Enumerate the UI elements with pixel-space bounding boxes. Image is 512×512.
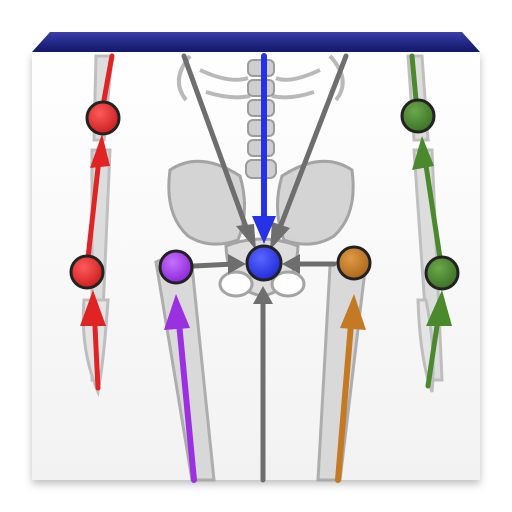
link-red-mid (85, 147, 103, 261)
red-lower-joint (69, 254, 105, 290)
arrowhead-green-mid (412, 136, 434, 170)
arrowhead-from-orange (282, 254, 300, 274)
arrowhead-spine-blue (252, 216, 276, 244)
arrowhead-red-lower (80, 290, 106, 326)
joints (69, 98, 460, 291)
center-joint (245, 244, 283, 282)
arrowhead-from-purple (228, 254, 246, 274)
link-upper-left-to-center (181, 53, 253, 241)
orange-joint (336, 245, 372, 281)
link-green-upper (409, 53, 419, 103)
arrowhead-green-lower (426, 290, 452, 326)
arrowhead-orange-leg (340, 294, 366, 330)
green-lower-joint (424, 255, 460, 291)
arrowhead-purple-leg (164, 294, 190, 330)
link-purple-to-center (191, 261, 237, 269)
kinematic-links (80, 53, 452, 483)
red-upper-joint (85, 100, 121, 136)
icon-top-bar (32, 32, 480, 52)
link-green-mid (421, 149, 443, 261)
purple-joint (158, 249, 194, 285)
link-red-upper (101, 53, 115, 103)
link-orange-leg (335, 309, 355, 483)
link-upper-right-to-center (273, 53, 349, 241)
arrowhead-bottom (253, 286, 273, 304)
arrowhead-upper-left (236, 224, 256, 250)
pelvis (167, 159, 355, 298)
ribcage (177, 54, 345, 102)
green-upper-joint (400, 98, 436, 134)
link-purple-leg (175, 309, 197, 483)
arrowhead-red-mid (90, 134, 110, 168)
arrowhead-upper-right (270, 222, 290, 250)
